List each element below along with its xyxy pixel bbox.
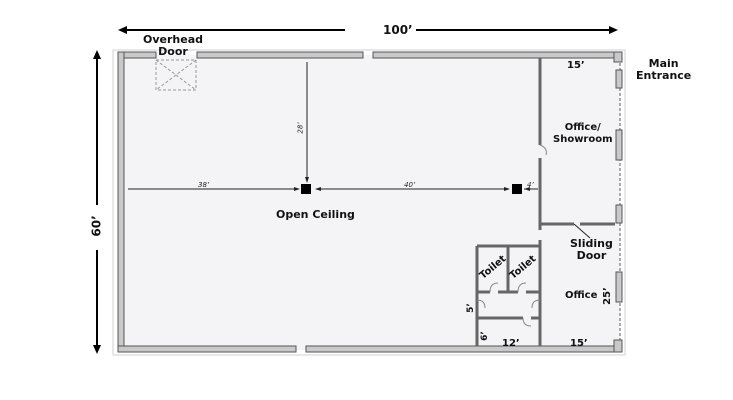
main-entrance-label: Main Entrance xyxy=(636,57,692,82)
dim-col-spacing: 40’ xyxy=(404,181,416,189)
overhead-door-label: Overhead Door xyxy=(143,33,203,58)
column-1 xyxy=(301,184,311,194)
sliding-door-label: Sliding Door xyxy=(570,237,613,262)
office-label: Office xyxy=(565,290,598,301)
dim-lower-room-depth: 6’ xyxy=(479,331,490,341)
overall-width-label: 100’ xyxy=(380,24,416,36)
column-2 xyxy=(512,184,522,194)
dim-col-left: 38’ xyxy=(198,181,210,189)
dim-showroom-width: 15’ xyxy=(567,60,585,71)
dim-corridor-depth: 5’ xyxy=(465,303,476,313)
open-ceiling-label: Open Ceiling xyxy=(276,208,355,221)
dim-office-depth: 25’ xyxy=(601,287,613,305)
dim-office-width: 15’ xyxy=(570,338,588,349)
dim-col-right: 4’ xyxy=(527,181,534,189)
office-showroom-label: Office/ Showroom xyxy=(553,122,613,145)
overall-depth-label: 60’ xyxy=(89,215,104,237)
dim-restroom-width: 12’ xyxy=(502,338,520,349)
dim-col-top: 28’ xyxy=(296,122,305,134)
